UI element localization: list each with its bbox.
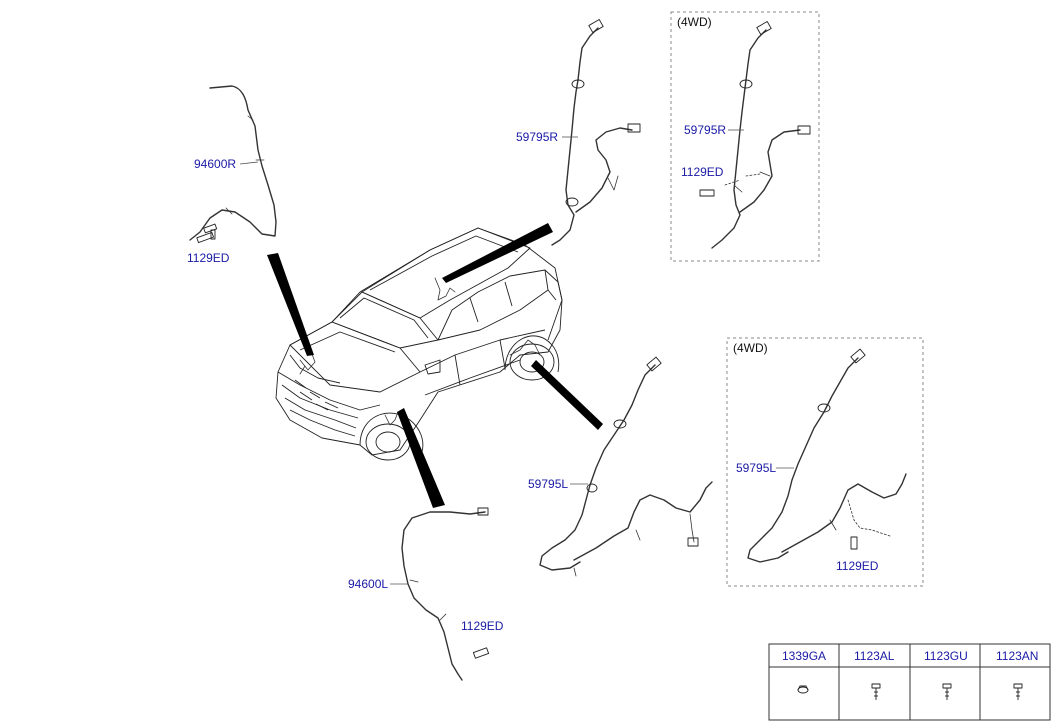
box-4wd-bottom-label: (4WD) [733,341,768,355]
label-59795L-4wd[interactable]: 59795L [736,461,776,475]
pointer-front-left [397,408,445,508]
wire-59795R [551,19,641,246]
wire-59795L [539,356,713,577]
bolt-icon-1123AL [871,683,881,700]
label-1129ED-front-left[interactable]: 1129ED [461,619,504,633]
pointer-front-right [267,253,314,356]
table-header-3: 1123GU [924,649,968,663]
label-94600R[interactable]: 94600R [194,157,236,171]
box-4wd-bottom [726,337,924,587]
table-header-4: 1123AN [996,649,1038,663]
pointer-rear-left [531,360,603,430]
bolt-icon-front-right [196,229,216,244]
label-1129ED-4wd-bottom[interactable]: 1129ED [836,559,879,573]
vehicle-illustration [275,227,563,461]
parts-table: 1339GA 1123AL 1123GU 1123AN [768,643,1051,721]
table-header-1: 1339GA [782,649,826,663]
clip-icon [797,685,809,694]
wire-94600L [401,507,490,681]
wire-59795R-4wd [699,21,811,249]
box-4wd-top-label: (4WD) [677,15,712,29]
table-header-2: 1123AL [854,649,895,663]
label-59795L[interactable]: 59795L [528,477,568,491]
label-59795R[interactable]: 59795R [516,130,558,144]
bolt-icon-1123GU [942,683,952,700]
bolt-icon-1123AN [1013,683,1023,700]
box-4wd-top [670,11,820,262]
label-1129ED-front-right[interactable]: 1129ED [187,251,230,265]
pointer-rear-right [442,223,553,283]
label-1129ED-4wd-top[interactable]: 1129ED [681,165,724,179]
label-94600L[interactable]: 94600L [348,577,388,591]
label-59795R-4wd[interactable]: 59795R [684,123,726,137]
wire-59795L-4wd [747,348,907,563]
